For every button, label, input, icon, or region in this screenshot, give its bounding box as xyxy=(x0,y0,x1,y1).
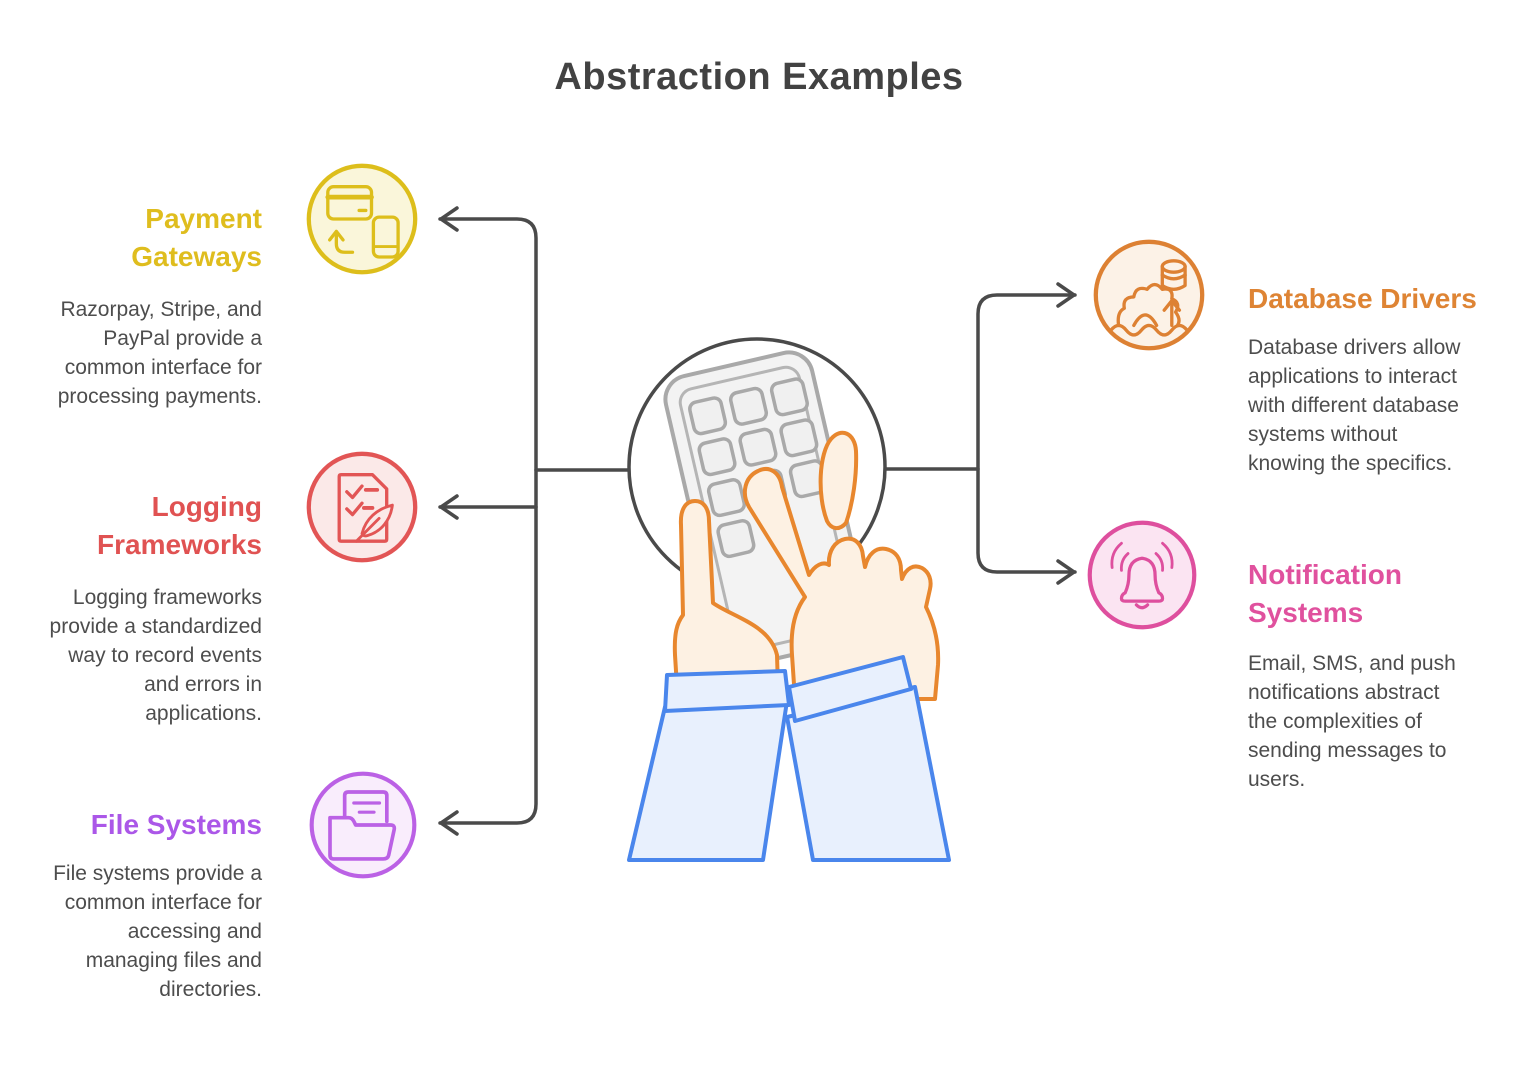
database-drivers-title: Database Drivers xyxy=(1248,283,1477,314)
hands-tapping-phone-illustration xyxy=(627,337,951,862)
app-grid xyxy=(688,377,828,559)
left-sleeve xyxy=(627,699,789,862)
bell-icon xyxy=(1087,520,1197,630)
logging-frameworks-title: Logging Frameworks xyxy=(97,491,262,560)
database-gear-icon xyxy=(1093,239,1205,351)
arrowhead-left-middle xyxy=(439,494,459,520)
arrowhead-left-top xyxy=(439,206,459,232)
left-sleeve-cuff xyxy=(663,669,791,713)
logging-frameworks-description: Logging frameworks provide a standardize… xyxy=(49,586,262,725)
notification-systems-title: Notification Systems xyxy=(1248,559,1402,628)
right-sleeve-cuff xyxy=(787,655,913,723)
right-thumb xyxy=(818,430,859,530)
database-drivers-description: Database drivers allow applications to i… xyxy=(1248,336,1461,475)
right-hand xyxy=(742,467,941,701)
arrowhead-left-bottom xyxy=(439,810,459,836)
open-folder-icon xyxy=(309,771,417,879)
arrowhead-right-bottom xyxy=(1056,559,1076,585)
payment-gateways-title: Payment Gateways xyxy=(131,203,262,272)
page-title: Abstraction Examples xyxy=(554,56,964,98)
payment-gateways-description: Razorpay, Stripe, and PayPal provide a c… xyxy=(57,298,262,408)
card-phone-transfer-icon xyxy=(306,163,418,275)
left-hand xyxy=(672,499,780,689)
file-systems-title: File Systems xyxy=(90,809,262,840)
notification-systems-description: Email, SMS, and push notifications abstr… xyxy=(1248,652,1456,791)
arrowhead-right-top xyxy=(1056,282,1076,308)
file-systems-description: File systems provide a common interface … xyxy=(53,862,262,1001)
checklist-quill-icon xyxy=(306,451,418,563)
